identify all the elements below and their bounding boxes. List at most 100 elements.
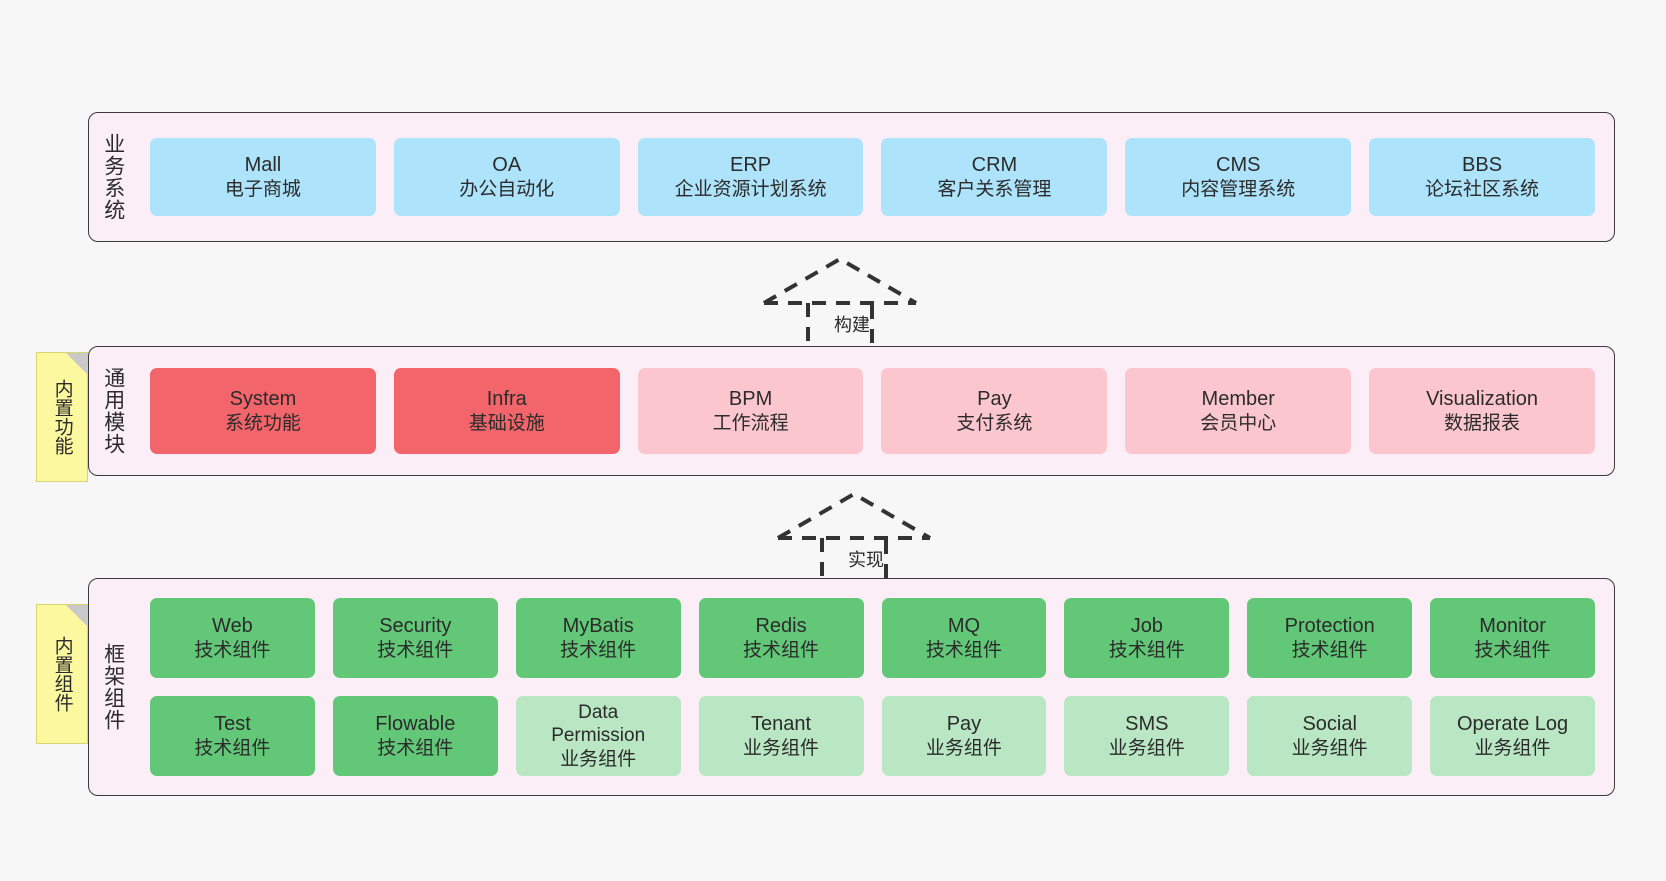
card-subtitle: 技术组件 (925, 639, 1002, 661)
card-title: MyBatis (562, 615, 634, 638)
card-title: Test (214, 713, 251, 736)
note-builtin-functions: 内置功能 (36, 352, 88, 482)
card-title: Redis (755, 615, 807, 638)
card-title: BBS (1462, 154, 1503, 177)
card-title: OA (492, 154, 522, 177)
card-subtitle: 技术组件 (560, 639, 637, 661)
card-subtitle: 业务组件 (743, 737, 820, 759)
card-title: BPM (728, 388, 773, 411)
card-subtitle: 会员中心 (1200, 412, 1277, 434)
card-title: Flowable (375, 713, 456, 736)
card-subtitle: 办公自动化 (459, 178, 555, 200)
card-subtitle: 系统功能 (224, 412, 301, 434)
note-fold-icon (66, 605, 87, 626)
note-builtin-components: 内置组件 (36, 604, 88, 744)
card-title-line: Data (578, 702, 619, 724)
card-subtitle: 业务组件 (925, 737, 1002, 759)
card-title: Visualization (1426, 388, 1539, 411)
note-builtin-components-label: 内置组件 (51, 636, 73, 712)
card-title: Member (1201, 388, 1275, 411)
card-subtitle: 业务组件 (1474, 737, 1551, 759)
card-subtitle: 技术组件 (1291, 639, 1368, 661)
card-subtitle: 业务组件 (1291, 737, 1368, 759)
connector-build: 构建 (752, 255, 952, 355)
card-title: Pay (946, 713, 982, 736)
card-title: CMS (1216, 154, 1261, 177)
card-title: Pay (977, 388, 1012, 411)
card-subtitle: 支付系统 (956, 412, 1033, 434)
card-title-line: Permission (551, 725, 646, 747)
card-subtitle: 技术组件 (377, 737, 454, 759)
card-title: Mall (244, 154, 282, 177)
business-system-title: 业务系统 (101, 133, 125, 221)
card-subtitle: 工作流程 (712, 412, 789, 434)
card-subtitle: 技术组件 (194, 639, 271, 661)
card-subtitle: 业务组件 (560, 748, 637, 770)
note-builtin-functions-label: 内置功能 (51, 379, 73, 455)
card-title: Security (379, 615, 452, 638)
card-title: Web (212, 615, 253, 638)
connector-implement: 实现 (766, 490, 966, 590)
build-arrowhead-icon (762, 256, 918, 305)
card-subtitle: 基础设施 (468, 412, 545, 434)
card-subtitle: 电子商城 (224, 178, 301, 200)
card-title: ERP (730, 154, 772, 177)
card-title: MQ (947, 615, 981, 638)
card-subtitle: 技术组件 (1108, 639, 1185, 661)
card-title: Infra (486, 388, 527, 411)
framework-components-title: 框架组件 (101, 643, 125, 731)
card-title: Job (1130, 615, 1163, 638)
card-subtitle: 技术组件 (743, 639, 820, 661)
card-subtitle: 业务组件 (1108, 737, 1185, 759)
card-title: SMS (1125, 713, 1169, 736)
note-fold-icon (66, 353, 87, 374)
card-subtitle: 技术组件 (1474, 639, 1551, 661)
connector-implement-label: 实现 (848, 550, 884, 570)
card-subtitle: 数据报表 (1444, 412, 1521, 434)
card-subtitle: 企业资源计划系统 (674, 178, 827, 200)
card-subtitle: 客户关系管理 (937, 178, 1052, 200)
card-title: Operate Log (1456, 713, 1569, 736)
card-title: Tenant (751, 713, 812, 736)
general-modules-title: 通用模块 (101, 367, 125, 455)
card-title: System (229, 388, 297, 411)
card-subtitle: 技术组件 (377, 639, 454, 661)
